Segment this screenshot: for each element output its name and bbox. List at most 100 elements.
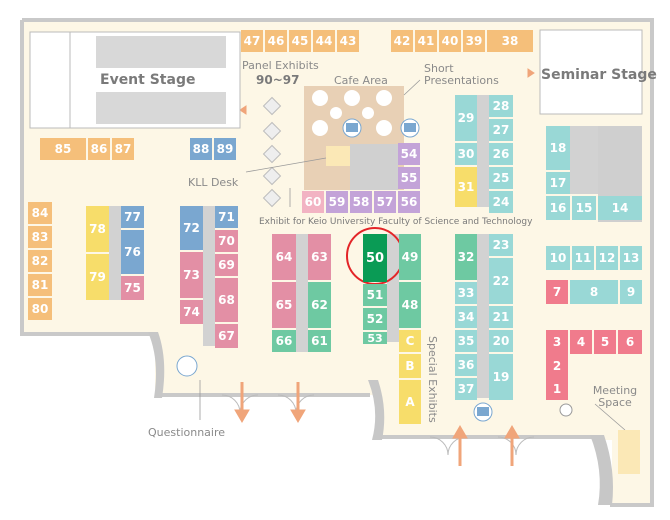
- booth-15[interactable]: 15: [572, 196, 596, 220]
- presentation-icons: [176, 118, 573, 422]
- booth-34[interactable]: 34: [455, 306, 477, 328]
- booth-B[interactable]: B: [399, 354, 421, 378]
- booth-29[interactable]: 29: [455, 95, 477, 141]
- booth-32[interactable]: 32: [455, 234, 477, 280]
- booth-81[interactable]: 81: [28, 274, 52, 296]
- event-stage-label: Event Stage: [100, 72, 196, 88]
- booth-20[interactable]: 20: [489, 330, 513, 352]
- booth-74[interactable]: 74: [180, 300, 203, 324]
- booth-38[interactable]: 38: [487, 30, 533, 52]
- booth-73[interactable]: 73: [180, 252, 203, 298]
- booth-63[interactable]: 63: [308, 234, 331, 280]
- booth-6[interactable]: 6: [618, 330, 642, 354]
- booth-83[interactable]: 83: [28, 226, 52, 248]
- booth-67[interactable]: 67: [215, 324, 238, 348]
- booth-70[interactable]: 70: [215, 230, 238, 252]
- booth-26[interactable]: 26: [489, 143, 513, 165]
- booth-10[interactable]: 10: [546, 246, 570, 270]
- booth-27[interactable]: 27: [489, 119, 513, 141]
- booth-44[interactable]: 44: [313, 30, 335, 52]
- booth-60[interactable]: 60: [302, 191, 324, 213]
- booth-58[interactable]: 58: [350, 191, 372, 213]
- booth-17[interactable]: 17: [546, 172, 570, 194]
- booth-33[interactable]: 33: [455, 282, 477, 304]
- booth-19[interactable]: 19: [489, 354, 513, 400]
- booth-71[interactable]: 71: [215, 206, 238, 228]
- booth-89[interactable]: 89: [214, 138, 236, 160]
- booth-C[interactable]: C: [399, 330, 421, 352]
- booth-88[interactable]: 88: [190, 138, 212, 160]
- booth-3[interactable]: 3: [546, 330, 568, 354]
- booth-78[interactable]: 78: [86, 206, 109, 252]
- booth-77[interactable]: 77: [121, 206, 144, 228]
- booth-37[interactable]: 37: [455, 378, 477, 400]
- booth-43[interactable]: 43: [337, 30, 359, 52]
- booth-53[interactable]: 53: [363, 332, 387, 345]
- booth-21[interactable]: 21: [489, 306, 513, 328]
- booth-85[interactable]: 85: [40, 138, 86, 160]
- booth-35[interactable]: 35: [455, 330, 477, 352]
- booth-46[interactable]: 46: [265, 30, 287, 52]
- booth-62[interactable]: 62: [308, 282, 331, 328]
- booth-59[interactable]: 59: [326, 191, 348, 213]
- booth-50-highlighted[interactable]: 50: [363, 234, 387, 282]
- booth-12[interactable]: 12: [596, 246, 618, 270]
- exit-arrows: [234, 68, 535, 466]
- booth-18[interactable]: 18: [546, 126, 570, 170]
- booth-52[interactable]: 52: [363, 308, 387, 330]
- booth-57[interactable]: 57: [374, 191, 396, 213]
- kll-desk-label: KLL Desk: [188, 176, 239, 189]
- booth-4[interactable]: 4: [570, 330, 592, 354]
- booth-66[interactable]: 66: [272, 330, 296, 352]
- booth-87[interactable]: 87: [112, 138, 134, 160]
- booth-22[interactable]: 22: [489, 258, 513, 304]
- booth-80[interactable]: 80: [28, 298, 52, 320]
- booth-31[interactable]: 31: [455, 167, 477, 207]
- booth-45[interactable]: 45: [289, 30, 311, 52]
- booth-64[interactable]: 64: [272, 234, 296, 280]
- booth-54[interactable]: 54: [398, 143, 420, 165]
- booth-79[interactable]: 79: [86, 254, 109, 300]
- booth-51[interactable]: 51: [363, 284, 387, 306]
- booth-56[interactable]: 56: [398, 191, 420, 213]
- panel-exhibits-range: 90~97: [256, 73, 300, 87]
- booth-30[interactable]: 30: [455, 143, 477, 165]
- booth-48[interactable]: 48: [399, 282, 421, 328]
- booth-47[interactable]: 47: [241, 30, 263, 52]
- booth-24[interactable]: 24: [489, 191, 513, 213]
- meeting-space-area: [618, 430, 640, 474]
- booth-40[interactable]: 40: [439, 30, 461, 52]
- booth-2[interactable]: 2: [546, 354, 568, 378]
- booth-8[interactable]: 8: [570, 280, 618, 304]
- leader-lines: [199, 79, 626, 431]
- booth-42[interactable]: 42: [391, 30, 413, 52]
- booth-25[interactable]: 25: [489, 167, 513, 189]
- booth-75[interactable]: 75: [121, 276, 144, 300]
- booth-39[interactable]: 39: [463, 30, 485, 52]
- booth-11[interactable]: 11: [572, 246, 594, 270]
- booth-76[interactable]: 76: [121, 230, 144, 274]
- booth-49[interactable]: 49: [399, 234, 421, 280]
- booth-23[interactable]: 23: [489, 234, 513, 256]
- booth-84[interactable]: 84: [28, 202, 52, 224]
- booth-86[interactable]: 86: [88, 138, 110, 160]
- booth-72[interactable]: 72: [180, 206, 203, 250]
- booth-55[interactable]: 55: [398, 167, 420, 189]
- booth-41[interactable]: 41: [415, 30, 437, 52]
- booth-5[interactable]: 5: [594, 330, 616, 354]
- booth-13[interactable]: 13: [620, 246, 642, 270]
- booth-28[interactable]: 28: [489, 95, 513, 117]
- booth-A[interactable]: A: [399, 380, 421, 424]
- kll-desk-counter: [326, 146, 350, 166]
- booth-69[interactable]: 69: [215, 254, 238, 276]
- booth-1[interactable]: 1: [546, 378, 568, 400]
- booth-7[interactable]: 7: [546, 280, 568, 304]
- booth-36[interactable]: 36: [455, 354, 477, 376]
- booth-9[interactable]: 9: [620, 280, 642, 304]
- booth-14[interactable]: 14: [598, 196, 642, 220]
- booth-82[interactable]: 82: [28, 250, 52, 272]
- booth-61[interactable]: 61: [308, 330, 331, 352]
- booth-65[interactable]: 65: [272, 282, 296, 328]
- booth-68[interactable]: 68: [215, 278, 238, 322]
- booth-16[interactable]: 16: [546, 196, 570, 220]
